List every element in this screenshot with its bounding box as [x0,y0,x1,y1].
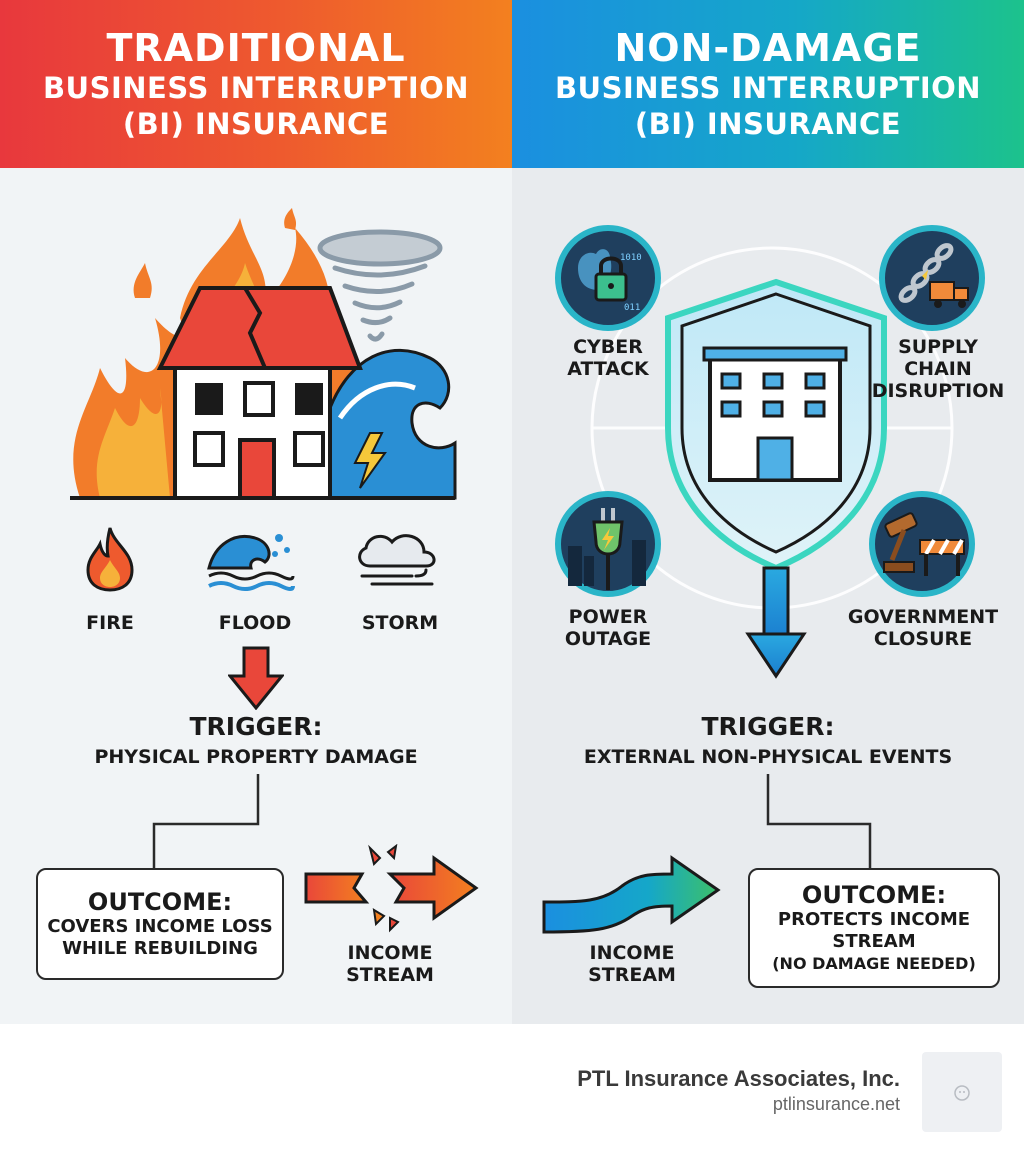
fire-label: FIRE [86,612,134,634]
stream-line1: INCOME [589,942,675,964]
header-line1: TRADITIONAL [106,26,406,70]
fire-icon [86,527,134,592]
trigger-text: PHYSICAL PROPERTY DAMAGE [94,746,418,768]
cyber-line2: ATTACK [567,358,649,380]
supply-line2: CHAIN [904,358,972,380]
stream-line2: STREAM [588,964,676,986]
power-line2: OUTAGE [564,628,652,650]
power-outage-label: POWER OUTAGE [552,606,664,650]
company-website[interactable]: ptlinsurance.net [772,1094,900,1114]
logo-icon [954,1085,970,1101]
company-logo [922,1052,1002,1132]
gavel-barrier-icon [869,491,975,597]
outcome-title: OUTCOME: [87,888,233,916]
income-stream-arrow-icon [542,855,721,934]
header-line1: NON-DAMAGE [614,26,922,70]
storm-icon [358,534,436,586]
government-closure-label: GOVERNMENT CLOSURE [838,606,1008,650]
outcome-line1: PROTECTS INCOME [777,909,971,930]
outcome-title: OUTCOME: [801,881,947,909]
broken-arrow-icon [304,844,479,933]
lock-icon: 1010 011 [555,225,661,331]
svg-text:1010: 1010 [620,253,642,263]
header-line2: BUSINESS INTERRUPTION [554,71,982,105]
footer: PTL Insurance Associates, Inc. ptlinsura… [0,1024,1024,1154]
power-plug-icon [555,491,661,597]
stream-line1: INCOME [347,942,433,964]
trigger-title: TRIGGER: [701,712,835,741]
flood-label: FLOOD [218,612,292,634]
outcome-line3: (NO DAMAGE NEEDED) [772,954,976,973]
header-line2: BUSINESS INTERRUPTION [42,71,470,105]
cyber-line1: CYBER [573,336,643,358]
trigger-text: EXTERNAL NON-PHYSICAL EVENTS [583,746,953,768]
shield-building-icon [665,278,887,679]
income-stream-label: INCOME STREAM [330,942,450,986]
connector-line [152,774,260,870]
income-stream-label: INCOME STREAM [572,942,692,986]
supply-line1: SUPPLY [898,336,978,358]
cyber-attack-label: CYBER ATTACK [552,336,664,380]
gov-line1: GOVERNMENT [847,606,999,628]
outcome-box: OUTCOME: PROTECTS INCOME STREAM (NO DAMA… [748,868,1000,988]
outcome-line2: WHILE REBUILDING [62,938,258,959]
non-damage-panel: 1010 011 CYBER ATTACK SUPPLY CHAIN DISRU… [512,168,1024,1024]
supply-chain-label: SUPPLY CHAIN DISRUPTION [868,336,1008,402]
flood-icon [207,534,295,591]
down-arrow-icon [228,646,284,710]
supply-line3: DISRUPTION [871,380,1005,402]
connector-line [766,774,872,870]
company-info: PTL Insurance Associates, Inc. ptlinsura… [577,1066,900,1115]
non-damage-bi-header: NON-DAMAGE BUSINESS INTERRUPTION (BI) IN… [512,0,1024,168]
header-line3: (BI) INSURANCE [634,107,902,141]
company-name: PTL Insurance Associates, Inc. [577,1066,900,1091]
power-line1: POWER [568,606,648,628]
trigger-title: TRIGGER: [189,712,323,741]
outcome-line2: STREAM [832,931,916,952]
burning-house-illustration [70,208,457,500]
traditional-bi-header: TRADITIONAL BUSINESS INTERRUPTION (BI) I… [0,0,512,168]
outcome-box: OUTCOME: COVERS INCOME LOSS WHILE REBUIL… [36,868,284,980]
gov-line2: CLOSURE [873,628,973,650]
stream-line2: STREAM [346,964,434,986]
svg-text:011: 011 [624,303,640,313]
storm-label: STORM [361,612,439,634]
traditional-panel: FIRE FLOOD STORM TRIGGER: PHYSICAL PROPE… [0,168,512,1024]
header-line3: (BI) INSURANCE [122,107,390,141]
outcome-line1: COVERS INCOME LOSS [47,916,273,937]
supply-chain-icon [879,225,985,331]
